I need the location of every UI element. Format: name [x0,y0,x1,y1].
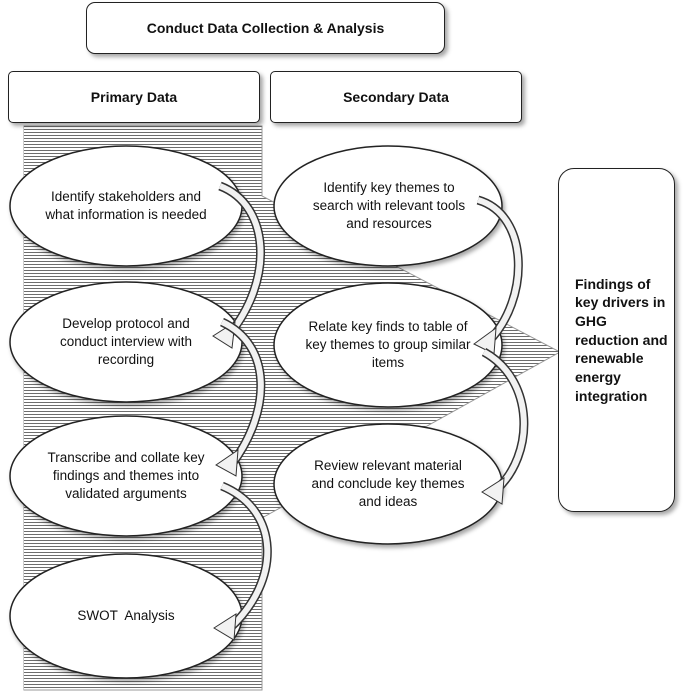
primary-arrow-3 [213,481,272,641]
secondary-step-2: Relate key finds to table of key themes … [305,318,471,371]
secondary-data-header: Secondary Data [270,71,522,123]
primary-step-2: Develop protocol and conduct interview w… [59,315,193,368]
secondary-step-1-ellipse [273,145,503,267]
diagram-title: Conduct Data Collection & Analysis [86,2,445,54]
secondary-step-3: Review relevant material and conclude ke… [311,457,465,510]
primary-step-3: Transcribe and collate key findings and … [47,449,205,502]
findings-box: Findings of key drivers in GHG reduction… [558,168,675,512]
hatched-flow-arrow-upper [24,126,262,690]
secondary-arrow-1 [473,195,523,355]
secondary-step-2-ellipse [273,282,503,408]
secondary-arrow-2 [481,348,529,505]
primary-step-4: SWOT Analysis [77,607,175,623]
primary-step-1: Identify stakeholders and what informati… [45,188,207,222]
secondary-step-1: Identify key themes to search with relev… [312,179,466,232]
primary-arrow-2 [215,317,266,477]
primary-data-header: Primary Data [8,71,260,123]
primary-step-3-ellipse [9,415,243,537]
